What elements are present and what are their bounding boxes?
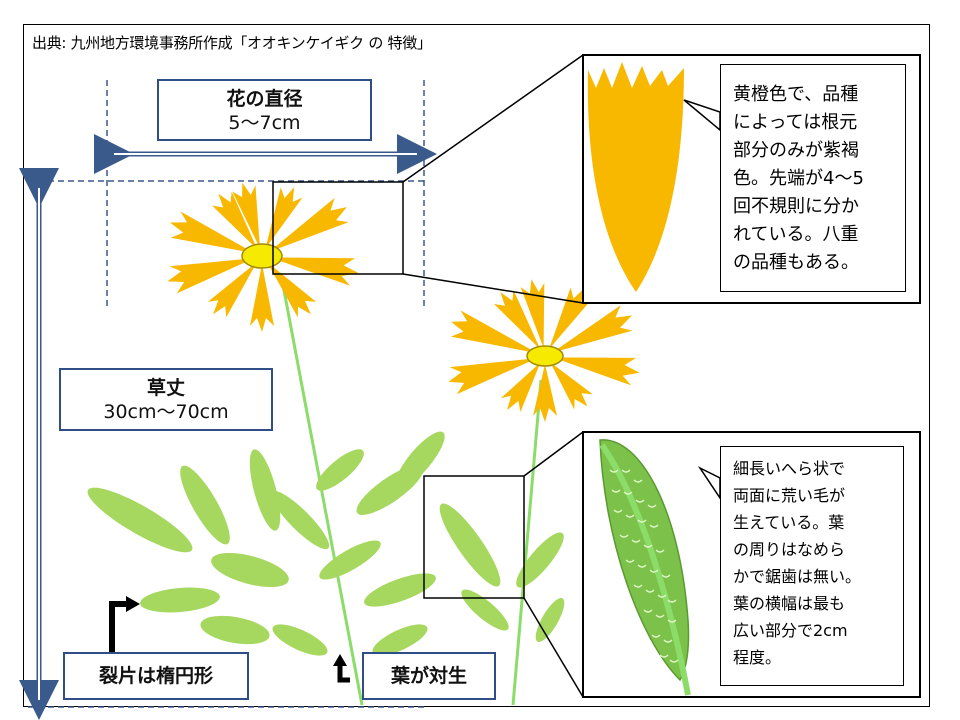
leaf-note: 細長いへら状で 両面に荒い毛が 生えている。葉 の周りはなめら かで鋸歯は無い。… [720,446,904,686]
flower-diameter-title: 花の直径 [226,88,303,110]
leaf-note-line: 広い部分で2cm [733,621,848,640]
flower-right [448,279,640,422]
leaf-note-line: の周りはなめら [733,540,846,559]
flower-left [167,182,359,332]
petal-note-line: 部分のみが紫褐 [733,140,859,161]
stem-left [281,284,364,706]
petal-note-line: 黄橙色で、品種 [733,84,859,105]
leaves-left-cluster [87,431,445,656]
flower-diameter-label: 花の直径 5～7cm [157,79,372,141]
petal-magnified [587,62,684,292]
plant-height-title: 草丈 [146,377,185,399]
dimension-lines [19,80,437,720]
opposite-leaf-label: 葉が対生 [362,652,496,700]
leaf-note-line: 生えている。葉 [733,513,845,532]
zoom-callouts [272,54,584,698]
opposite-leaf-pointer-arrow [333,654,350,683]
leaf-note-line: かで鋸歯は無い。 [733,567,862,586]
petal-note-line: によっては根元 [733,112,858,133]
petal-note-line: 色。先端が4～5 [733,168,864,189]
leaf-note-line: 程度。 [733,648,782,667]
leaflet-pointer-arrow [109,596,140,652]
source-caption: 出典: 九州地方環境事務所作成「オオキンケイギク の 特徴」 [32,34,432,52]
plant-height-label: 草丈 30cm～70cm [59,368,273,431]
leaf-note-line: 葉の横幅は最も [733,594,846,613]
leaf-note-line: 細長いへら状で [733,459,846,478]
leaf-note-line: 両面に荒い毛が [733,486,846,505]
plant-height-value: 30cm～70cm [103,401,229,423]
leaves-right-cluster [439,503,565,643]
flower-diameter-value: 5～7cm [228,112,301,134]
petal-note: 黄橙色で、品種 によっては根元 部分のみが紫褐 色。先端が4～5 回不規則に分か… [720,64,906,292]
leaf-magnified [599,439,690,682]
leaflet-label: 裂片は楕円形 [63,652,249,700]
petal-note-line: の品種もある。 [733,252,859,273]
petal-note-line: れている。八重 [733,224,859,245]
stem-right [511,379,543,706]
petal-note-line: 回不規則に分か [733,196,859,217]
